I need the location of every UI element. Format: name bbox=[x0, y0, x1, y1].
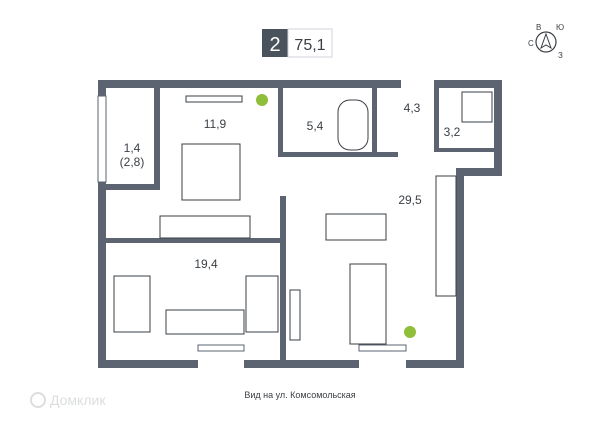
bed-small-room bbox=[181, 143, 241, 201]
compass-east: В bbox=[536, 23, 541, 32]
watermark: Домклик bbox=[30, 392, 106, 408]
window-balcony bbox=[97, 95, 107, 183]
plant-icon bbox=[256, 94, 268, 106]
bed-left bbox=[113, 275, 151, 333]
walls bbox=[98, 80, 502, 368]
room-wc-area: 3,2 bbox=[444, 125, 461, 139]
plants bbox=[256, 94, 416, 338]
compass: В Ю С З bbox=[528, 23, 564, 60]
shower bbox=[461, 91, 493, 123]
bed-right bbox=[245, 275, 279, 333]
room-living-area: 29,5 bbox=[398, 193, 422, 207]
window-living bbox=[358, 344, 407, 352]
compass-ring bbox=[535, 31, 557, 53]
plant-icon bbox=[404, 326, 416, 338]
view-caption: Вид на ул. Комсомольская bbox=[244, 390, 355, 400]
watermark-logo-icon bbox=[30, 392, 46, 408]
watermark-text: Домклик bbox=[50, 392, 106, 408]
room-hall-area: 4,3 bbox=[404, 101, 421, 115]
window-bedroom bbox=[197, 344, 245, 352]
compass-north: С bbox=[528, 39, 534, 48]
header-badge: 2 75,1 bbox=[262, 28, 333, 58]
shelf bbox=[185, 95, 243, 103]
rooms-count-box bbox=[262, 29, 288, 57]
tv-unit bbox=[289, 289, 301, 341]
room-bedroom-small-area: 11,9 bbox=[204, 117, 227, 131]
compass-west: З bbox=[558, 51, 563, 60]
compass-south: Ю bbox=[556, 23, 564, 32]
dining-table bbox=[325, 213, 387, 241]
room-balcony-area: 1,4 bbox=[124, 141, 141, 155]
rooms-count: 2 bbox=[269, 34, 280, 56]
bathtub bbox=[337, 99, 369, 151]
total-area-box bbox=[287, 28, 333, 58]
room-balcony-area-alt: (2,8) bbox=[120, 155, 145, 169]
room-labels: 1,4 (2,8) 11,9 5,4 4,3 3,2 29,5 19,4 bbox=[120, 101, 461, 271]
sofa bbox=[349, 263, 387, 345]
furniture bbox=[113, 91, 493, 345]
compass-arrow-icon bbox=[540, 32, 552, 50]
total-area: 75,1 bbox=[294, 37, 325, 54]
room-bathroom-area: 5,4 bbox=[307, 119, 324, 133]
kitchen-counter bbox=[435, 175, 457, 297]
windows bbox=[97, 95, 407, 352]
desk bbox=[165, 309, 245, 335]
room-bedroom-large-area: 19,4 bbox=[194, 257, 218, 271]
wardrobe bbox=[159, 215, 251, 239]
